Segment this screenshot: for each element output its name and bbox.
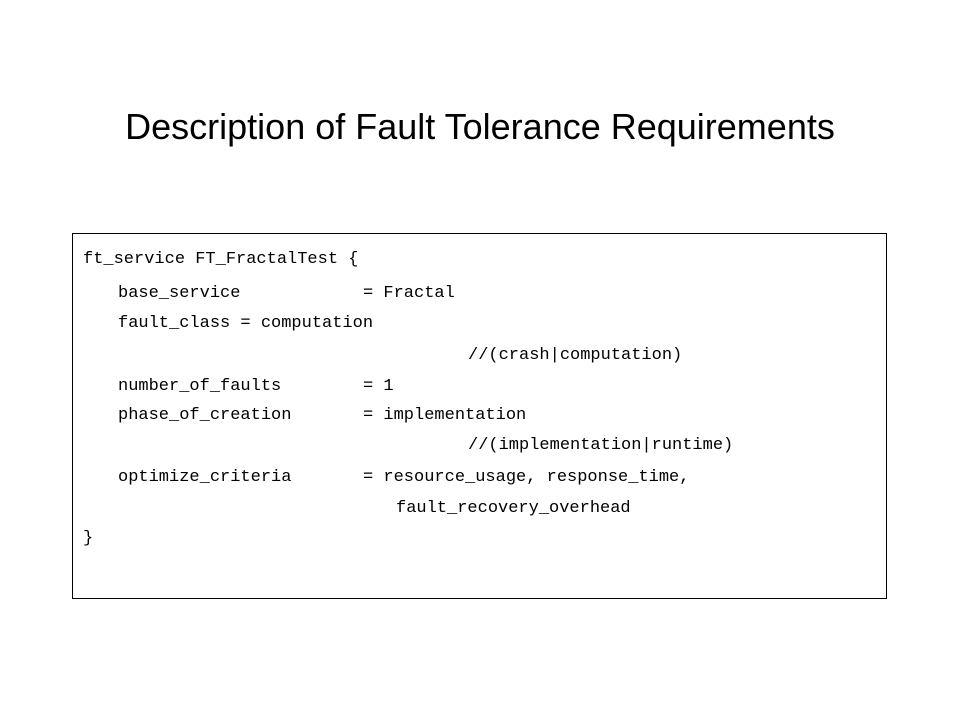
code-line-fault-class: fault_class = computation <box>118 314 374 333</box>
code-line-base-service-key: base_service <box>118 284 241 303</box>
code-line-fault-class-comment: //(crash|computation) <box>468 346 683 365</box>
code-line-optimize-value: = resource_usage, response_time, <box>363 468 690 487</box>
code-line-base-service-value: = Fractal <box>363 284 455 303</box>
code-line-phase-value: = implementation <box>363 406 527 425</box>
code-line-phase-comment: //(implementation|runtime) <box>468 436 734 455</box>
code-line-optimize-key: optimize_criteria <box>118 468 292 487</box>
code-line-number-of-faults-key: number_of_faults <box>118 377 282 396</box>
code-line-declaration: ft_service FT_FractalTest { <box>83 250 359 269</box>
code-line-closing-brace: } <box>83 529 94 548</box>
code-line-phase-key: phase_of_creation <box>118 406 292 425</box>
code-line-optimize-continuation: fault_recovery_overhead <box>396 499 631 518</box>
code-line-number-of-faults-value: = 1 <box>363 377 394 396</box>
code-block: ft_service FT_FractalTest { base_service… <box>72 233 887 599</box>
slide-title: Description of Fault Tolerance Requireme… <box>125 106 835 147</box>
